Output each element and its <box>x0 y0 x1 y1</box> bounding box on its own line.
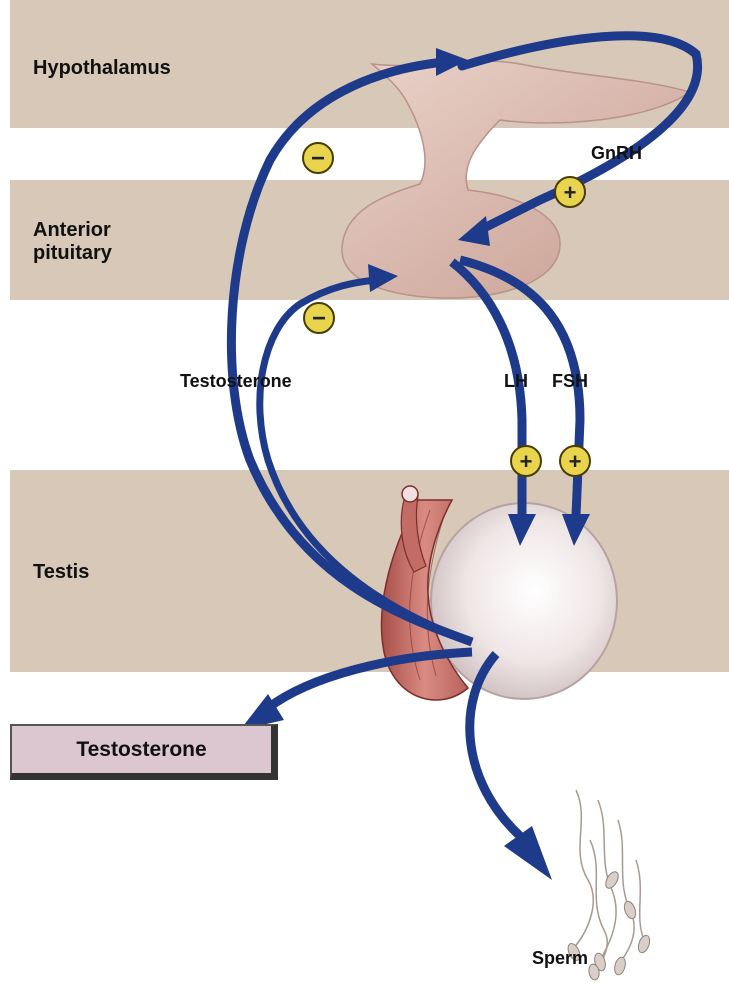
pituitary-inhibit-badge: − <box>304 303 334 333</box>
testosterone-product-box: Testosterone <box>10 724 278 780</box>
fsh-stimulate-badge: + <box>560 446 590 476</box>
sperm-label: Sperm <box>532 948 588 969</box>
hypothalamus-inhibit-badge: − <box>303 143 333 173</box>
testis-label: Testis <box>33 560 89 584</box>
svg-text:−: − <box>312 305 326 332</box>
hypothalamus-label: Hypothalamus <box>33 56 171 80</box>
anterior-pituitary-label-line1: Anterior <box>33 218 111 242</box>
fsh-label: FSH <box>552 371 588 392</box>
lh-stimulate-badge: + <box>511 446 541 476</box>
sperm-output-arrowhead <box>504 826 552 880</box>
gnrh-stimulate-badge: + <box>555 177 585 207</box>
testosterone-product-label: Testosterone <box>76 738 206 762</box>
gnrh-label: GnRH <box>591 143 642 164</box>
lh-label: LH <box>504 371 528 392</box>
svg-text:−: − <box>311 145 325 172</box>
svg-text:+: + <box>564 180 577 205</box>
anterior-pituitary-label-line2: pituitary <box>33 241 112 265</box>
testosterone-feedback-label: Testosterone <box>180 371 292 392</box>
svg-text:+: + <box>569 449 582 474</box>
svg-text:+: + <box>520 449 533 474</box>
hypothalamus-pituitary-gland <box>342 61 690 298</box>
vas-deferens-opening <box>402 486 418 502</box>
